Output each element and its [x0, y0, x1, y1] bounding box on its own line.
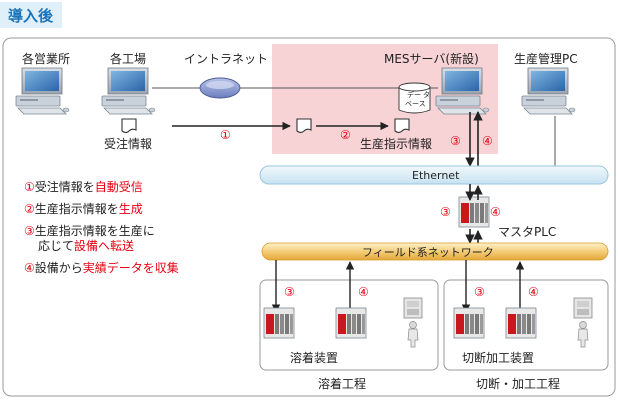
welding-device-label: 溶着装置 — [290, 350, 338, 365]
database-icon: デー タ ベース — [398, 82, 431, 114]
legend-item-4: ④設備から実績データを収集 — [24, 261, 179, 276]
header-title: 導入後 — [8, 7, 54, 25]
database-label-1: デー — [407, 90, 421, 99]
legend-1-highlight: 自動受信 — [94, 180, 143, 194]
legend-1-num: ① — [24, 180, 35, 194]
step-2-marker: ② — [340, 128, 351, 142]
mes-server-label: MESサーバ(新設) — [384, 51, 479, 66]
step-4-marker-plc: ④ — [490, 205, 501, 219]
database-label-3: ベース — [405, 100, 426, 108]
order-info-label: 受注情報 — [104, 136, 152, 151]
legend-2-num: ② — [24, 202, 35, 216]
welding-plc-2-icon — [335, 307, 367, 339]
legend-1-text: 受注情報を — [34, 180, 95, 194]
factory-label: 各工場 — [110, 51, 146, 66]
step-1-marker: ① — [220, 128, 231, 142]
legend-4-num: ④ — [24, 261, 35, 275]
legend-2-text: 生産指示情報を — [34, 202, 119, 216]
production-pc-label: 生産管理PC — [514, 51, 578, 66]
legend-3-num: ③ — [24, 224, 35, 238]
ethernet-label: Ethernet — [412, 169, 460, 182]
step-3-marker-welding: ③ — [284, 285, 295, 299]
master-plc-icon — [458, 196, 490, 228]
cutting-process-label: 切断・加工工程 — [476, 376, 560, 391]
ethernet-bar — [259, 165, 609, 185]
field-network-bar — [261, 242, 609, 261]
step-3-marker-cutting: ③ — [474, 285, 485, 299]
step-4-marker-welding: ④ — [358, 285, 369, 299]
cutting-device-label: 切断加工装置 — [462, 350, 534, 365]
step-3-marker-mes: ③ — [450, 134, 461, 148]
database-label-2: タ — [423, 90, 430, 99]
step-3-marker-plc: ③ — [440, 205, 451, 219]
legend-3b-highlight: 設備へ転送 — [74, 239, 135, 253]
legend-item-1: ①受注情報を自動受信 — [24, 180, 143, 195]
intranet-label: イントラネット — [184, 52, 268, 66]
welding-process-label: 溶着工程 — [318, 376, 366, 391]
legend-4-text: 設備から — [34, 261, 83, 275]
legend-item-2: ②生産指示情報を生成 — [24, 202, 143, 217]
legend-item-3: ③生産指示情報を生産に — [24, 224, 155, 239]
sales-office-label: 各営業所 — [22, 51, 70, 66]
header-badge — [0, 2, 62, 28]
step-4-marker-cutting: ④ — [528, 285, 539, 299]
production-info-label: 生産指示情報 — [360, 136, 432, 151]
step-4-marker-mes: ④ — [482, 134, 493, 148]
cutting-plc-1-icon — [453, 307, 485, 339]
welding-plc-1-icon — [263, 307, 295, 339]
cutting-plc-2-icon — [505, 307, 537, 339]
legend-3b-text: 応じて — [38, 239, 75, 253]
legend-3-text: 生産指示情報を生産に — [34, 224, 155, 238]
legend-4-highlight: 実績データを収集 — [82, 261, 179, 275]
legend-2-highlight: 生成 — [118, 202, 143, 216]
master-plc-label: マスタPLC — [498, 225, 556, 239]
field-network-label: フィールド系ネットワーク — [362, 246, 494, 259]
legend-item-3b: 応じて設備へ転送 — [38, 239, 134, 254]
